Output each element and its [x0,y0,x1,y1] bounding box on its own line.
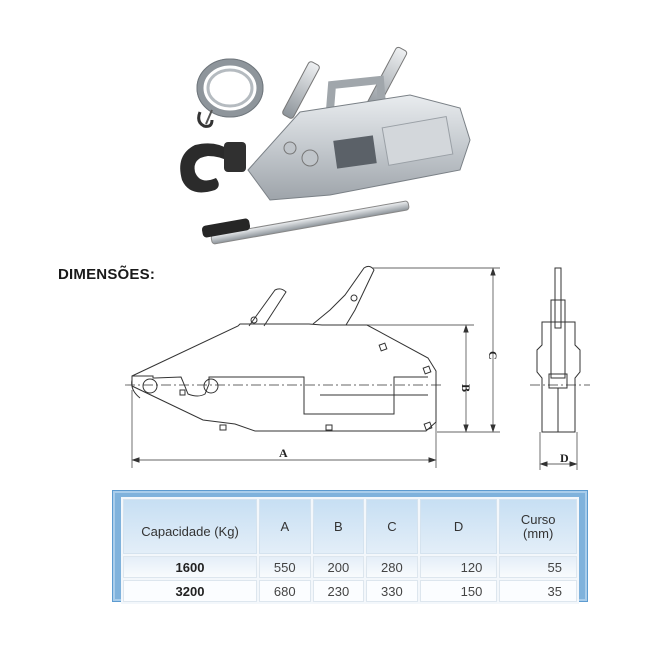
hook-icon [180,142,246,193]
cell-c: 330 [366,580,418,602]
header-a: A [259,499,311,554]
technical-drawing: A D B C [125,265,590,470]
section-title: DIMENSÕES: [58,266,156,283]
table-row: 1600 550 200 280 120 55 [123,556,577,578]
header-curso: Curso (mm) [499,499,577,554]
side-view [530,267,590,470]
cell-a: 550 [259,556,311,578]
spec-table-frame: Capacidade (Kg) A B C D Curso (mm) 1600 … [112,490,588,604]
cell-capacidade: 3200 [123,580,257,602]
cell-d: 120 [419,556,498,578]
cell-curso: 35 [499,580,577,602]
cell-a: 680 [259,580,311,602]
cell-b: 230 [312,580,365,602]
cell-c: 280 [366,556,418,578]
spec-table: Capacidade (Kg) A B C D Curso (mm) 1600 … [121,497,579,604]
dim-label-a: A [279,446,288,460]
body-outline [131,323,437,432]
table-header-row: Capacidade (Kg) A B C D Curso (mm) [123,499,577,554]
product-photo [180,46,471,245]
cell-d: 150 [419,580,498,602]
cell-b: 200 [312,556,365,578]
wire-rope-coil-icon [196,58,264,128]
handle-bar-icon [201,200,410,245]
header-curso-line2: (mm) [523,525,554,541]
table-row: 3200 680 230 330 150 35 [123,580,577,602]
header-d: D [419,499,498,554]
header-b: B [312,499,365,554]
dim-label-c: C [486,351,500,360]
dim-label-d: D [560,451,569,465]
header-capacidade: Capacidade (Kg) [123,499,257,554]
header-c: C [366,499,418,554]
cell-curso: 55 [499,556,577,578]
dim-label-b: B [459,384,473,392]
header-curso-line1: Curso [520,511,556,527]
cell-capacidade: 1600 [123,556,257,578]
